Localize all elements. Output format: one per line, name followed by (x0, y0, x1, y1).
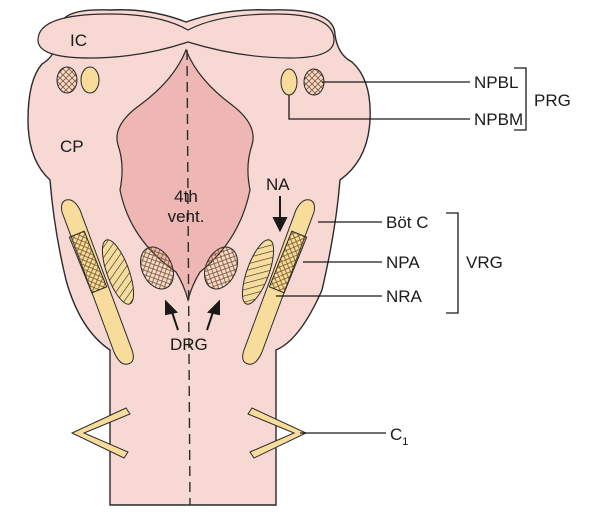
label-ic: IC (70, 31, 87, 50)
npbl-left (57, 67, 77, 93)
npbm-right (281, 69, 297, 95)
label-c1-sub: 1 (402, 436, 408, 448)
label-ventricle-1: 4th (174, 187, 198, 206)
label-cp: CP (60, 137, 84, 156)
npbm-left (81, 67, 99, 93)
label-npbl: NPBL (474, 73, 518, 92)
npbl-right (304, 69, 324, 95)
label-nra: NRA (386, 287, 423, 306)
label-bot-c: Böt C (386, 213, 429, 232)
label-c1: C1 (390, 425, 408, 448)
label-ventricle-2: vent. (168, 207, 205, 226)
label-npbm: NPBM (474, 110, 523, 129)
label-drg: DRG (170, 335, 208, 354)
label-vrg: VRG (466, 253, 503, 272)
label-npa: NPA (386, 253, 420, 272)
label-na: NA (266, 175, 290, 194)
label-prg: PRG (534, 91, 571, 110)
label-c1-base: C (390, 425, 402, 444)
